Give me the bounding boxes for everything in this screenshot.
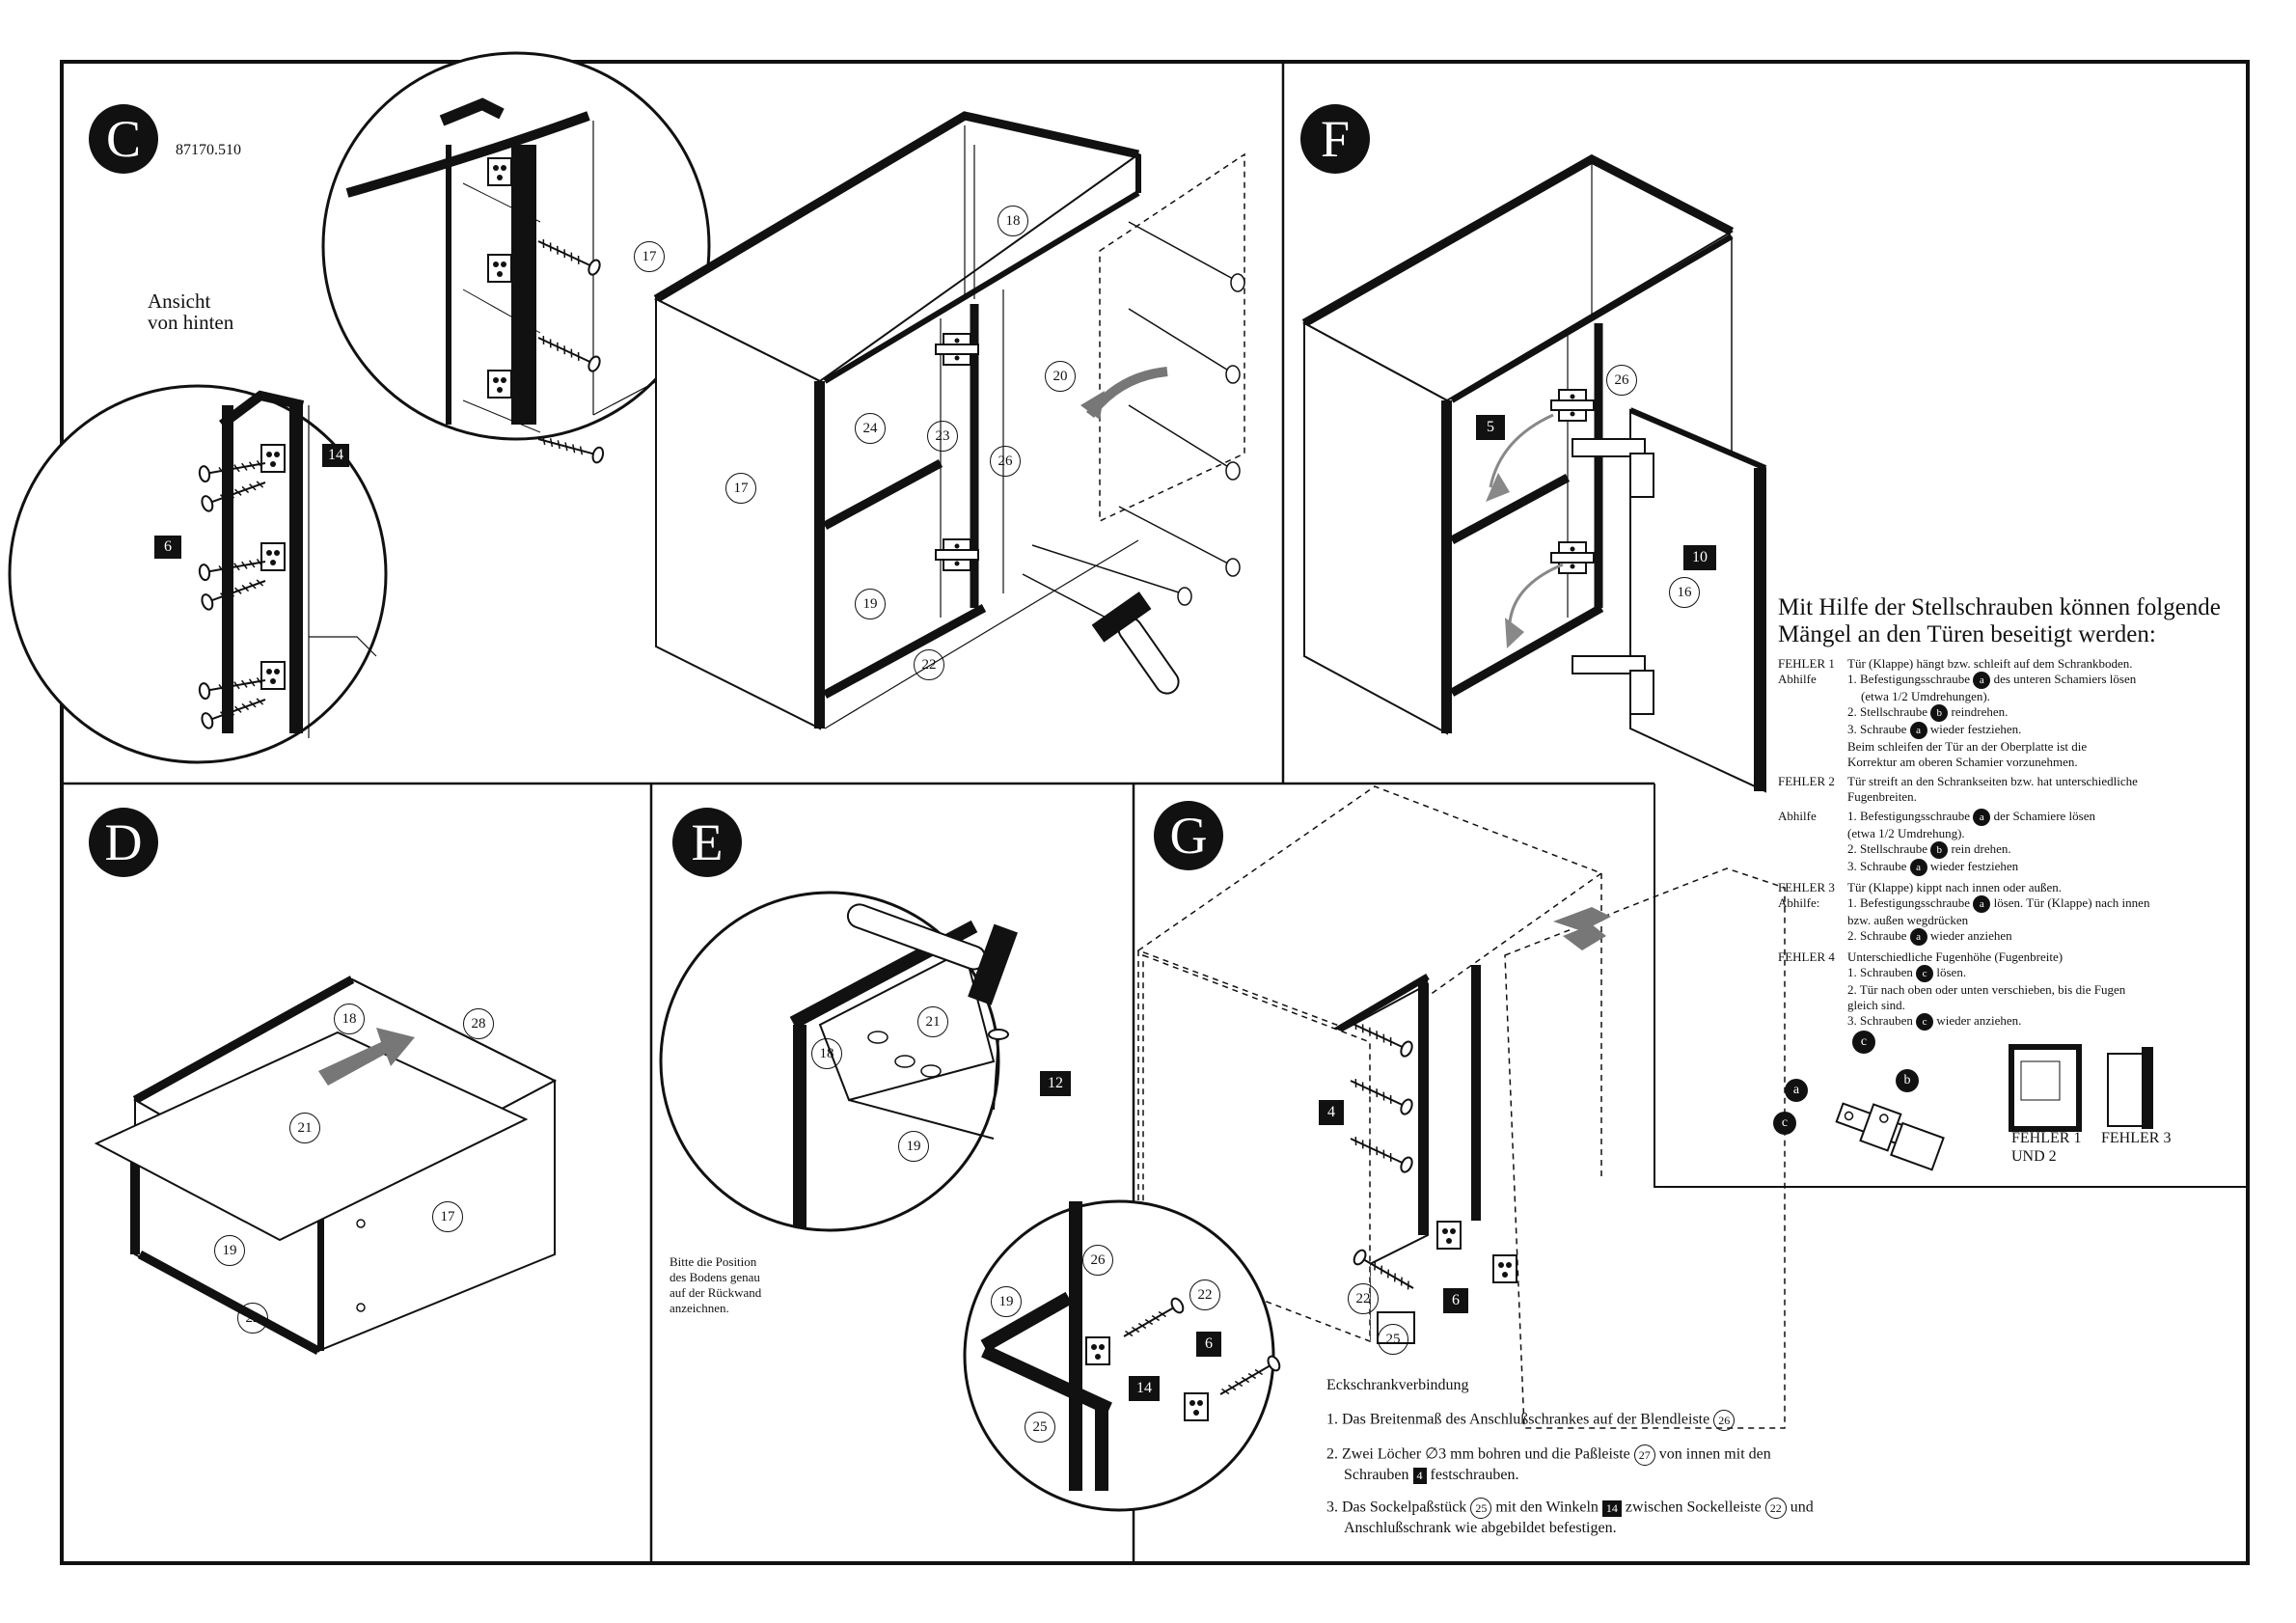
caption-fehler-3: FEHLER 3 <box>2101 1130 2172 1146</box>
part-label: 18 <box>334 1004 365 1034</box>
part-label: 6 <box>1443 1288 1468 1313</box>
part-label: 28 <box>463 1008 494 1039</box>
screw-c-bullet: c <box>1773 1112 1796 1135</box>
part-label: 23 <box>927 421 958 452</box>
part-label: 24 <box>855 413 886 444</box>
section-f-label: F <box>1300 104 1370 174</box>
part-label: 21 <box>289 1113 320 1143</box>
section-e-label: E <box>672 808 742 877</box>
part-label: 17 <box>432 1201 463 1232</box>
part-label: 26 <box>1606 365 1637 396</box>
part-label: 26 <box>990 446 1021 477</box>
part-label: 25 <box>1025 1412 1055 1443</box>
part-label: 16 <box>1669 577 1700 608</box>
part-label: 14 <box>328 447 343 463</box>
part-label: 22 <box>1189 1279 1220 1310</box>
part-label: 19 <box>855 589 886 619</box>
article-number: 87170.510 <box>176 142 241 158</box>
screw-a-bullet: a <box>1785 1079 1808 1102</box>
part-label: 6 <box>164 538 172 555</box>
section-e-note: Bitte die Position des Bodens genau auf … <box>670 1254 762 1315</box>
part-label: 4 <box>1319 1100 1344 1125</box>
screw-b-bullet: b <box>1896 1069 1919 1092</box>
part-label: 18 <box>811 1038 842 1069</box>
part-label: 6 <box>1196 1332 1221 1357</box>
part-label: 17 <box>725 473 756 504</box>
part-label: 5 <box>1476 415 1505 440</box>
screw-c-bullet: c <box>1852 1031 1875 1054</box>
part-label: 18 <box>998 206 1028 236</box>
part-label: 25 <box>1378 1324 1408 1355</box>
corner-connection-text: Eckschrankverbindung 1. Das Breitenmaß d… <box>1326 1377 1814 1536</box>
part-label: 19 <box>898 1131 929 1162</box>
part-label: 21 <box>917 1006 948 1037</box>
section-c-drawing <box>8 51 1245 764</box>
part-label: 19 <box>214 1235 245 1266</box>
part-label: 22 <box>914 649 944 680</box>
section-f-drawing <box>1301 153 1767 793</box>
sheet-frame <box>60 60 2250 1565</box>
part-label: 26 <box>1082 1245 1113 1276</box>
part-label: 14 <box>1129 1376 1160 1401</box>
section-c-label: C <box>89 104 158 174</box>
part-label: 12 <box>1040 1071 1071 1096</box>
section-d-label: D <box>89 808 158 877</box>
hinge-diagram <box>1835 1044 2153 1171</box>
adjust-heading: Mit Hilfe der Stellschrauben können folg… <box>1778 594 2221 647</box>
view-caption-1: Ansicht <box>148 289 211 313</box>
part-label: 19 <box>991 1286 1022 1317</box>
part-label: 10 <box>1683 545 1716 570</box>
part-label: 20 <box>1045 361 1076 392</box>
caption-fehler-1-2: FEHLER 1 UND 2 <box>2011 1130 2082 1165</box>
section-g-label: G <box>1154 801 1223 870</box>
part-label: 22 <box>237 1303 268 1334</box>
view-caption-2: von hinten <box>148 311 234 334</box>
part-label: 17 <box>634 241 665 272</box>
section-d-drawing <box>94 976 558 1355</box>
part-label: 22 <box>1348 1283 1379 1314</box>
